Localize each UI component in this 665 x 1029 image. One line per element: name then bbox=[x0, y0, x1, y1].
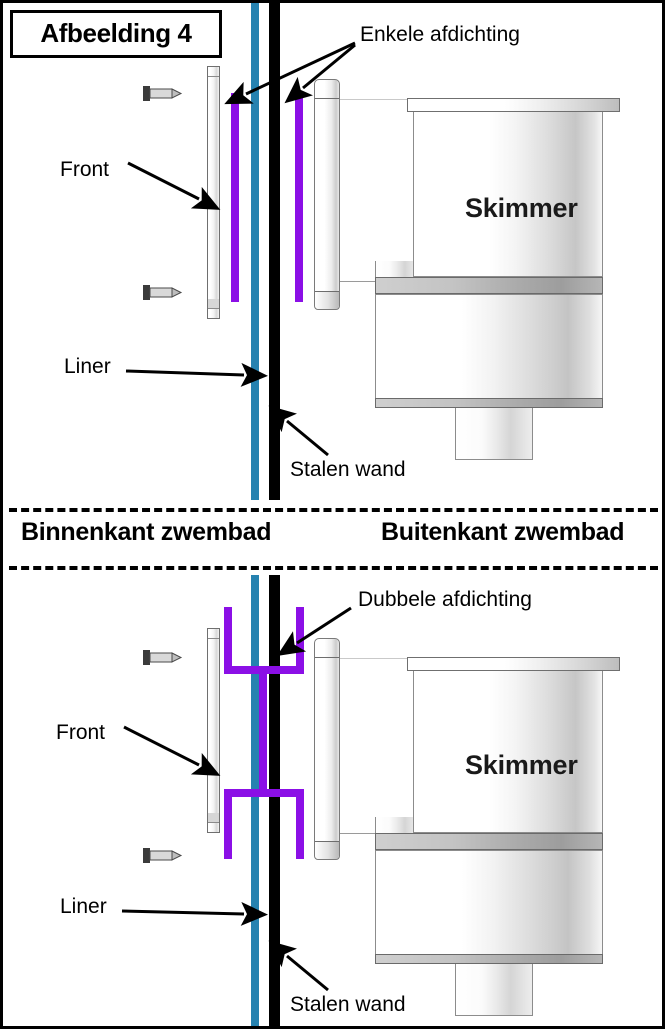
skimmer-rim bbox=[407, 657, 620, 671]
skimmer-throat bbox=[336, 99, 388, 282]
skimmer-collar bbox=[375, 277, 603, 294]
screw-icon bbox=[143, 847, 183, 864]
skimmer-text-label: Skimmer bbox=[465, 750, 578, 780]
skimmer-body bbox=[413, 112, 603, 277]
screw-icon bbox=[143, 85, 183, 102]
callout-double-seal: Dubbele afdichting bbox=[358, 588, 532, 611]
steel-wall-line bbox=[269, 575, 280, 1026]
callout-front: Front bbox=[56, 721, 106, 744]
guide-line bbox=[336, 99, 476, 100]
skimmer-outlet-pipe bbox=[455, 408, 533, 460]
skimmer-body bbox=[413, 671, 603, 833]
figure-title: Afbeelding 4 bbox=[40, 18, 192, 48]
skimmer-collar bbox=[375, 833, 603, 850]
callout-single-seal: Enkele afdichting bbox=[360, 23, 520, 46]
seal-strip-outer bbox=[295, 93, 303, 302]
front-plate bbox=[207, 628, 220, 833]
callout-front: Front bbox=[60, 158, 110, 181]
skimmer-rim bbox=[407, 98, 620, 112]
steel-wall-line bbox=[269, 3, 280, 500]
screw-icon bbox=[143, 649, 183, 666]
skimmer-flange bbox=[314, 638, 340, 860]
figure-title-box: Afbeelding 4 bbox=[10, 10, 222, 58]
callout-liner: Liner bbox=[60, 895, 107, 918]
front-plate bbox=[207, 66, 220, 319]
divider-bottom bbox=[9, 566, 658, 570]
legend-band: Binnenkant zwembad Buitenkant zwembad bbox=[3, 500, 662, 575]
callout-liner: Liner bbox=[64, 355, 111, 378]
legend-outside-pool: Buitenkant zwembad bbox=[381, 518, 625, 546]
panel-single-seal: Skimmer Enkele afdichting Front Liner St… bbox=[3, 3, 662, 500]
skimmer-outlet-pipe bbox=[455, 964, 533, 1016]
liner-line bbox=[251, 575, 259, 1026]
divider-top bbox=[9, 508, 658, 512]
callout-steel-wall: Stalen wand bbox=[290, 993, 406, 1016]
liner-line bbox=[251, 3, 259, 500]
skimmer-bowl bbox=[375, 294, 603, 405]
skimmer-flange bbox=[314, 79, 340, 310]
callout-steel-wall: Stalen wand bbox=[290, 458, 406, 481]
skimmer-throat bbox=[336, 658, 388, 834]
guide-line bbox=[336, 658, 476, 659]
skimmer-text-label: Skimmer bbox=[465, 193, 578, 223]
skimmer-bowl-base bbox=[375, 954, 603, 964]
skimmer-bowl bbox=[375, 850, 603, 961]
legend-inside-pool: Binnenkant zwembad bbox=[21, 518, 272, 546]
skimmer-bowl-base bbox=[375, 398, 603, 408]
panel-double-seal: Skimmer Dubbele afdichting Front Liner S… bbox=[3, 575, 662, 1026]
seal-strip-inner bbox=[231, 93, 239, 302]
screw-icon bbox=[143, 284, 183, 301]
